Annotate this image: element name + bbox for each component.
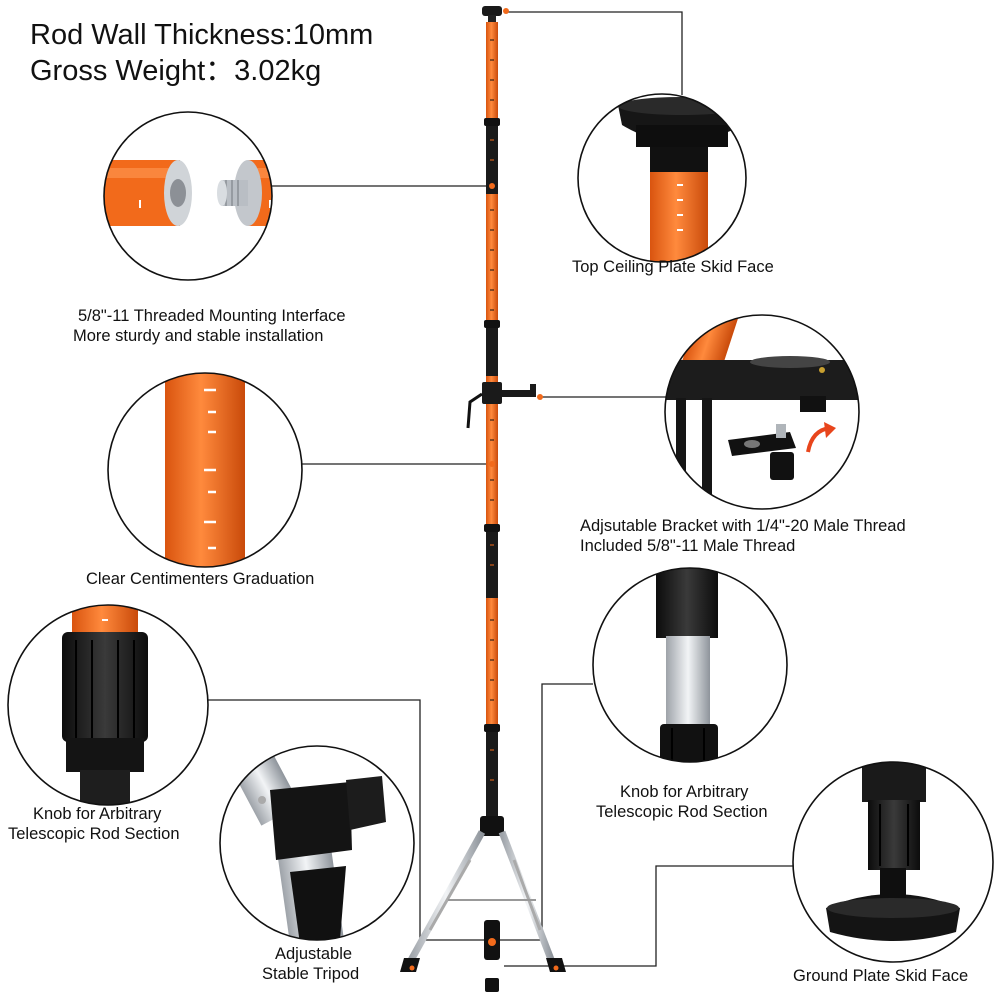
label-bracket-line2: Included 5/8"-11 Male Thread xyxy=(580,537,796,555)
detail-knob-left xyxy=(7,604,209,806)
spec-gross-weight: Gross Weight：3.02kg xyxy=(30,55,322,87)
telescopic-rod xyxy=(466,6,543,820)
detail-graduation xyxy=(107,372,303,568)
detail-tripod-clamp xyxy=(219,745,415,941)
label-threaded-interface-line2: More sturdy and stable installation xyxy=(73,327,324,345)
detail-adjustable-bracket xyxy=(664,314,860,510)
label-top-ceiling-plate: Top Ceiling Plate Skid Face xyxy=(572,258,774,276)
label-bracket-line1: Adjsutable Bracket with 1/4"-20 Male Thr… xyxy=(580,517,906,535)
label-tripod-line2: Stable Tripod xyxy=(262,965,360,983)
label-threaded-interface-line1: 5/8"-11 Threaded Mounting Interface xyxy=(78,307,346,325)
detail-ground-plate xyxy=(792,761,994,963)
rod-top-cap xyxy=(482,6,502,16)
leader-lines xyxy=(206,11,793,967)
spec-wall-thickness: Rod Wall Thickness:10mm xyxy=(30,19,374,51)
label-knob-left-line2: Telescopic Rod Section xyxy=(8,825,180,843)
rod-bracket-clamp xyxy=(482,382,502,404)
tripod xyxy=(400,816,566,992)
label-ground-plate: Ground Plate Skid Face xyxy=(793,967,969,985)
label-knob-right-line1: Knob for Arbitrary xyxy=(620,783,749,801)
detail-top-ceiling-plate xyxy=(577,93,747,263)
label-knob-right-line2: Telescopic Rod Section xyxy=(596,803,768,821)
label-graduation: Clear Centimenters Graduation xyxy=(86,570,315,588)
label-tripod-line1: Adjustable xyxy=(275,945,353,963)
label-knob-left-line1: Knob for Arbitrary xyxy=(33,805,162,823)
detail-threaded-interface xyxy=(103,111,273,281)
detail-knob-right xyxy=(592,567,788,763)
